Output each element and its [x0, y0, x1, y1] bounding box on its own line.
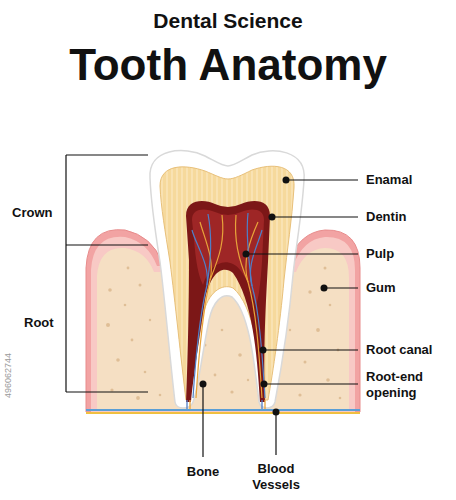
pulp-vessels: [192, 213, 265, 398]
tooth-enamel: [150, 151, 304, 408]
part-label: Dentin: [366, 209, 452, 225]
subtitle: Dental Science: [0, 8, 456, 34]
base-line: [86, 412, 360, 414]
part-label: Root-end opening: [366, 369, 450, 401]
part-label: Bone: [168, 464, 238, 480]
title: Tooth Anatomy: [0, 40, 456, 90]
part-label: Root canal: [366, 342, 452, 358]
part-label: Enamal: [366, 172, 452, 188]
part-label: Pulp: [366, 246, 452, 262]
base-line: [86, 409, 360, 411]
leader-lines: [203, 180, 358, 457]
part-label: Root: [24, 315, 64, 331]
bracket: [66, 155, 148, 392]
tooth-pulp: [186, 201, 270, 402]
watermark: 496062744: [3, 346, 14, 406]
part-label: Blood Vessels: [236, 461, 316, 493]
tooth-dentin: [160, 166, 294, 400]
leader-dots: [200, 177, 328, 416]
part-label: Crown: [12, 205, 62, 221]
part-label: Gum: [366, 280, 452, 296]
